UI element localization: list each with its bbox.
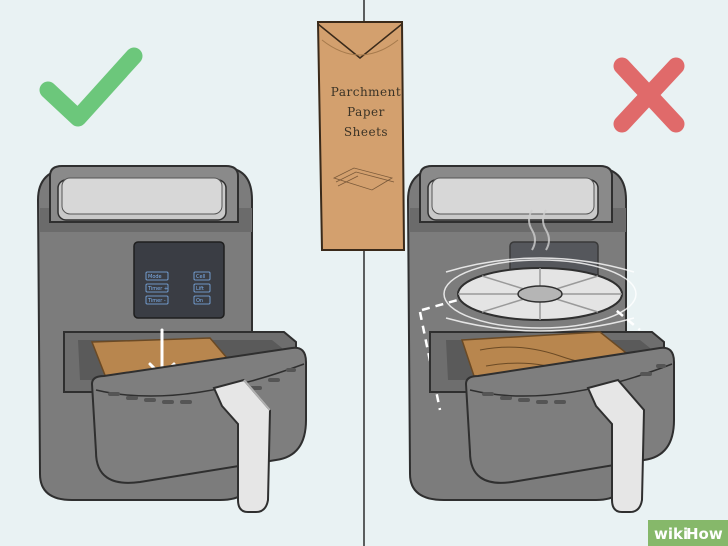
heat-wave-icon <box>528 209 550 251</box>
package-label-line3: Sheets <box>344 125 388 139</box>
panel-button-on: On <box>196 298 203 304</box>
panel-button-cell: Cell <box>196 274 205 280</box>
control-panel: Mode Timer + Timer - Cell Lift On <box>133 241 225 319</box>
panel-button-lift: Lift <box>196 286 204 292</box>
basket-vents <box>108 368 296 404</box>
basket-handle-right <box>586 378 646 513</box>
left-air-fryer: Mode Timer + Timer - Cell Lift On <box>36 165 307 513</box>
package-sheet-sketch <box>332 167 395 191</box>
package-label-line1: Parchment <box>331 85 401 99</box>
panel-button-timer-minus: Timer - <box>147 298 166 304</box>
package-label-line2: Paper <box>347 105 385 119</box>
panel-button-timer-plus: Timer + <box>147 286 168 292</box>
right-air-fryer <box>406 165 675 513</box>
basket-handle <box>212 378 272 513</box>
check-icon <box>39 47 143 127</box>
parchment-package: Parchment Paper Sheets <box>316 21 406 251</box>
heating-fan <box>443 257 637 332</box>
logo-prefix: wiki <box>654 525 688 543</box>
wikihow-logo: wiki How <box>648 520 728 546</box>
cross-icon <box>613 57 685 133</box>
panel-button-mode: Mode <box>148 274 162 280</box>
logo-suffix: How <box>686 525 723 543</box>
